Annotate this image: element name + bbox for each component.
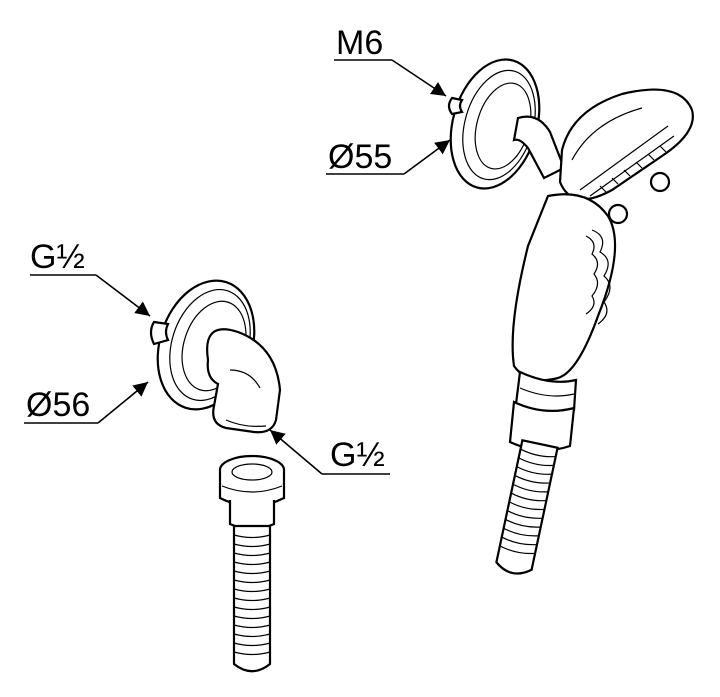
hose-nut-left <box>218 454 286 531</box>
leader-thread-left <box>30 274 151 317</box>
label-diameter-top: Ø55 <box>328 138 392 176</box>
label-thread-left: G½ <box>30 238 85 276</box>
shower-holder <box>447 58 566 190</box>
hand-shower <box>508 88 694 452</box>
leader-diameter-top <box>326 139 451 175</box>
hose-right <box>495 438 559 575</box>
label-thread-elbow: G½ <box>330 436 385 474</box>
label-thread-top: M6 <box>336 24 383 62</box>
leader-diameter-left <box>24 381 149 424</box>
label-diameter-left: Ø56 <box>26 386 90 424</box>
wall-outlet-elbow <box>149 279 282 434</box>
leader-thread-elbow <box>269 429 390 475</box>
leader-thread-top <box>334 59 447 97</box>
hose-left <box>232 524 272 673</box>
